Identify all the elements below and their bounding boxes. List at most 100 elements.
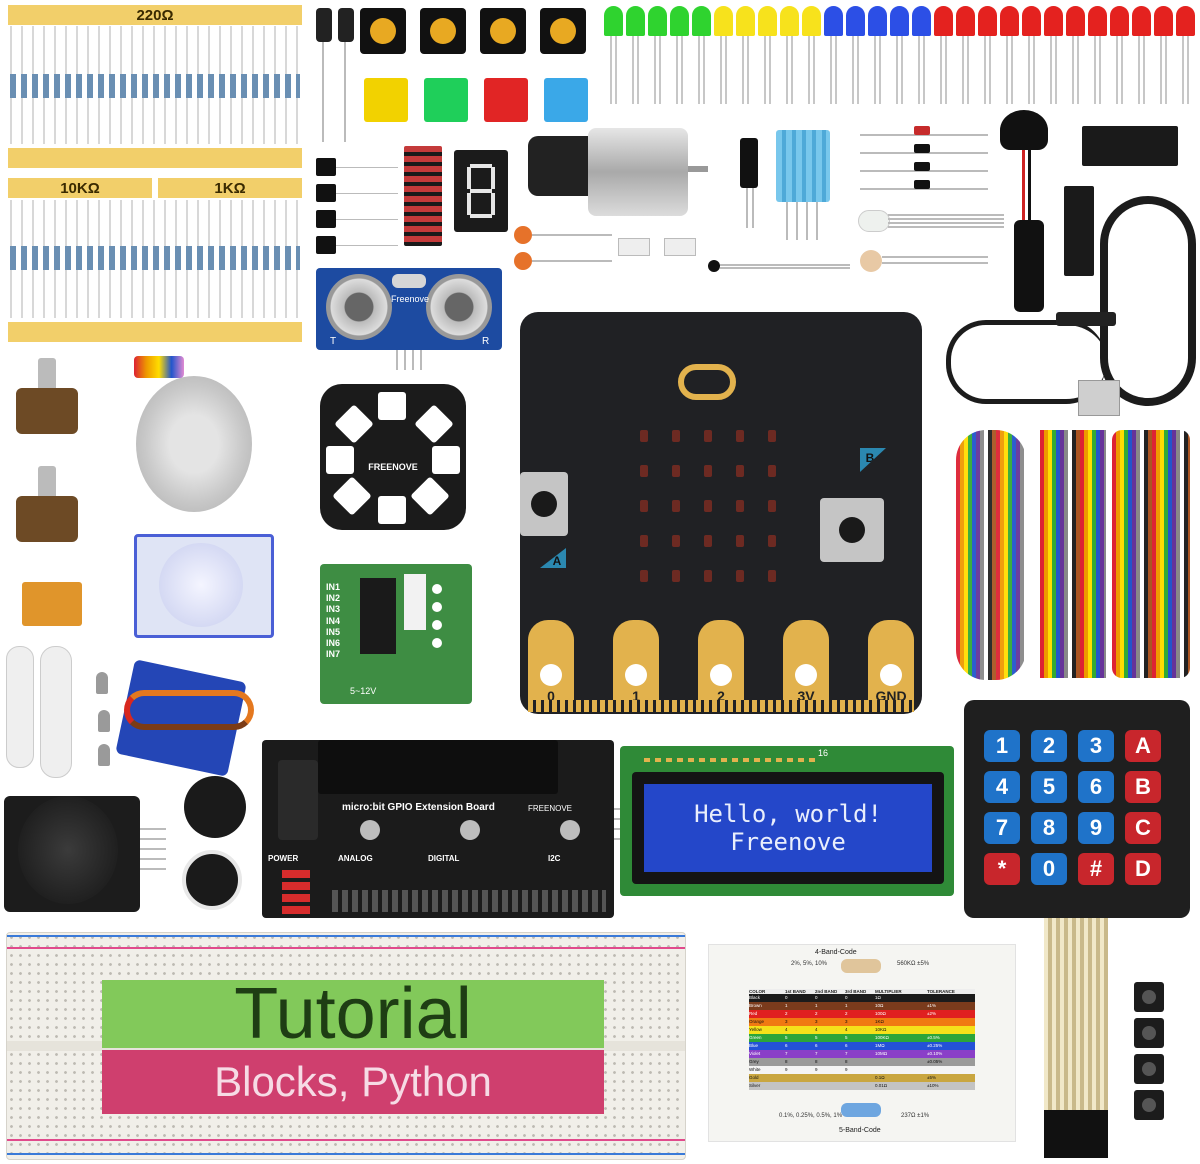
card-example-bottom: 237Ω ±1% — [901, 1113, 930, 1119]
led-green — [670, 6, 689, 104]
capacitor — [560, 820, 580, 840]
key-star[interactable]: * — [984, 853, 1020, 885]
micro-usb-plug — [1056, 312, 1116, 326]
edge-slot — [318, 740, 558, 794]
matrix-led — [768, 570, 776, 582]
led-yellow — [780, 6, 799, 104]
color-cell: 3 — [785, 1019, 788, 1024]
key-6[interactable]: 6 — [1078, 771, 1114, 803]
color-cell: ±5% — [927, 1075, 936, 1080]
microbit-edge-strip — [528, 700, 914, 712]
dc-jack-plug — [1014, 220, 1044, 312]
usb-cable-loop — [946, 320, 1106, 404]
matrix-led — [672, 465, 680, 477]
breadboard-rail-bottom-blue — [7, 1153, 685, 1155]
key-a[interactable]: A — [1125, 730, 1161, 762]
push-button — [360, 8, 406, 54]
resistor-220-bottom-strip — [8, 148, 302, 168]
color-cell: 4 — [845, 1027, 848, 1032]
microbit-label-a: A — [540, 548, 566, 568]
lcd-pin-count: 16 — [818, 748, 829, 758]
edge-pin-gnd[interactable]: GND — [868, 620, 914, 708]
key-2[interactable]: 2 — [1031, 730, 1067, 762]
battery-clip-wire-red — [1022, 150, 1025, 220]
color-cell: Gold — [749, 1075, 759, 1080]
color-cell: 0 — [785, 995, 788, 1000]
screw — [98, 710, 110, 732]
key-0[interactable]: 0 — [1031, 853, 1067, 885]
edge-pin-0[interactable]: 0 — [528, 620, 574, 708]
resistor-1k-label: 1KΩ — [214, 179, 246, 197]
matrix-led — [672, 535, 680, 547]
key-1[interactable]: 1 — [984, 730, 1020, 762]
driver-ic — [1064, 186, 1094, 276]
microbit-button-b[interactable] — [820, 498, 884, 562]
resistor-10k-label-strip: 10KΩ — [8, 178, 152, 198]
tilt-sensor-leads — [746, 188, 748, 228]
tactile-switch — [1134, 1018, 1164, 1048]
color-row: Gold 0.1Ω ±5% — [749, 1074, 975, 1082]
key-7[interactable]: 7 — [984, 812, 1020, 844]
capacitor-leads — [322, 42, 324, 142]
driver-input-label: IN7 — [326, 649, 341, 660]
header-cell: COLOR — [749, 989, 766, 994]
color-cell — [875, 1058, 927, 1066]
ultrasonic-transducer — [426, 274, 492, 340]
jumper-wires-bundle — [1112, 430, 1190, 678]
diode-body — [914, 162, 930, 171]
pin-label: 1 — [632, 688, 640, 704]
color-cell: 3 — [815, 1019, 818, 1024]
microbit-edge-connector: 0 1 2 3V GND — [528, 608, 914, 708]
transistors — [316, 158, 336, 254]
gpio-headers — [332, 890, 606, 912]
color-cell: 9 — [785, 1067, 788, 1072]
color-cell: Violet — [749, 1051, 761, 1056]
resistor-10k-label: 10KΩ — [60, 179, 100, 197]
servo-horn — [6, 646, 34, 768]
jumper-wires-bundle — [956, 430, 1026, 680]
ultrasonic-brand: Freenove — [390, 294, 430, 304]
color-cell: Grey — [749, 1059, 759, 1064]
led-red — [1044, 6, 1063, 104]
ws2812-led — [332, 476, 372, 516]
key-9[interactable]: 9 — [1078, 812, 1114, 844]
edge-pin-2[interactable]: 2 — [698, 620, 744, 708]
tutorial-banner-top: Tutorial — [102, 974, 604, 1054]
key-d[interactable]: D — [1125, 853, 1161, 885]
lcd-screen: Hello, world! Freenove — [644, 784, 932, 872]
key-5[interactable]: 5 — [1031, 771, 1067, 803]
edge-pin-3v[interactable]: 3V — [783, 620, 829, 708]
color-cell: Silver — [749, 1083, 761, 1088]
color-cell: ±10% — [927, 1083, 939, 1088]
ws2812-led — [326, 446, 354, 474]
stepper-driver-board: IN1 IN2 IN3 IN4 IN5 IN6 IN7 5~12V — [320, 564, 472, 704]
key-hash[interactable]: # — [1078, 853, 1114, 885]
color-cell: 10KΩ — [875, 1027, 887, 1032]
color-cell: 1MΩ — [875, 1043, 885, 1048]
led-green — [604, 6, 623, 104]
resistor-10k-1k-bodies — [10, 246, 300, 270]
key-c[interactable]: C — [1125, 812, 1161, 844]
led-yellow — [802, 6, 821, 104]
color-cell: 4 — [785, 1027, 788, 1032]
key-8[interactable]: 8 — [1031, 812, 1067, 844]
color-cell — [875, 1066, 927, 1074]
led-green — [626, 6, 645, 104]
microbit-button-a[interactable] — [520, 472, 568, 536]
color-cell — [785, 1082, 815, 1090]
microbit-board: A B 0 1 2 3V GND — [520, 312, 922, 714]
card-example-top: 560KΩ ±5% — [897, 961, 930, 967]
key-3[interactable]: 3 — [1078, 730, 1114, 762]
key-4[interactable]: 4 — [984, 771, 1020, 803]
color-code-card: 4-Band-Code 2%, 5%, 10% 560KΩ ±5% COLOR … — [708, 944, 1016, 1142]
card-bottom-title: 5-Band-Code — [839, 1127, 881, 1134]
seven-segment-digit-icon — [467, 164, 495, 218]
color-cell — [845, 1082, 875, 1090]
key-b[interactable]: B — [1125, 771, 1161, 803]
card-tolerances-bottom: 0.1%, 0.25%, 0.5%, 1% — [779, 1113, 843, 1119]
driver-input-label: IN5 — [326, 626, 341, 637]
edge-pin-1[interactable]: 1 — [613, 620, 659, 708]
color-cell: 0.1Ω — [875, 1075, 885, 1080]
tutorial-banner-bottom: Blocks, Python — [102, 1050, 604, 1114]
